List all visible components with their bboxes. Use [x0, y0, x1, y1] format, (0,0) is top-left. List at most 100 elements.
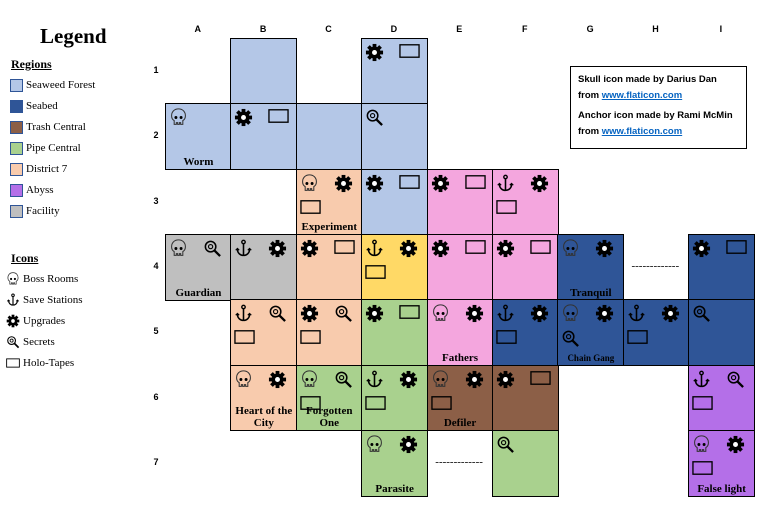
- legend-region-abyss: Abyss: [10, 182, 54, 198]
- room-E6[interactable]: Defiler: [426, 364, 494, 432]
- legend-icon-skull: Boss Rooms: [6, 271, 78, 287]
- holo-tape-icon: [430, 395, 465, 411]
- gear-icon: [431, 239, 465, 258]
- room-D4[interactable]: [361, 233, 429, 301]
- magnifier-icon: [726, 370, 752, 389]
- column-header: G: [586, 24, 594, 34]
- skull-icon: [169, 239, 203, 258]
- holo-tape-icon: [399, 304, 425, 323]
- room-I4[interactable]: [688, 233, 756, 301]
- gear-icon: [268, 239, 294, 258]
- room-icons: [431, 304, 493, 323]
- skull-icon: [561, 239, 595, 258]
- room-C5[interactable]: [295, 299, 363, 366]
- legend-region-trash: Trash Central: [10, 119, 86, 135]
- room-I7[interactable]: False light: [688, 429, 756, 497]
- gear-icon: [661, 304, 687, 323]
- skull-icon: [365, 435, 399, 454]
- room-icons: [496, 239, 558, 258]
- skull-icon: [300, 173, 334, 193]
- gear-icon: [530, 304, 556, 323]
- row-header: 4: [153, 260, 159, 271]
- room-H5[interactable]: [622, 299, 690, 366]
- room-D6[interactable]: [361, 364, 429, 432]
- room-B1[interactable]: [230, 38, 298, 105]
- gear-icon: [365, 43, 399, 62]
- room-A4[interactable]: Guardian: [165, 233, 232, 301]
- room-G5[interactable]: Chain Gang: [557, 299, 625, 366]
- room-F4[interactable]: [492, 233, 559, 301]
- room-C3[interactable]: Experiment: [295, 168, 363, 236]
- anchor-icon: [496, 174, 530, 193]
- room-B2[interactable]: [230, 103, 298, 171]
- legend-region-label: District 7: [26, 163, 68, 175]
- room-icons: [430, 369, 493, 411]
- room-icons: [169, 239, 231, 258]
- room-D5[interactable]: [361, 299, 429, 366]
- skull-credit: Skull icon made by Darius Dan: [578, 74, 717, 85]
- column-header: I: [719, 24, 723, 34]
- room-B6[interactable]: Heart of the City: [230, 364, 298, 432]
- gear-icon: [595, 239, 621, 258]
- holo-tape-icon: [530, 239, 556, 258]
- room-D1[interactable]: [361, 38, 429, 105]
- room-E5[interactable]: Fathers: [426, 299, 494, 366]
- room-icons: [300, 173, 362, 215]
- flaticon-link[interactable]: www.flaticon.com: [601, 90, 683, 101]
- room-I5[interactable]: [688, 299, 756, 366]
- room-D3[interactable]: [361, 168, 429, 236]
- holo-tape-icon: [399, 43, 425, 62]
- room-F3[interactable]: [492, 168, 559, 236]
- room-F7[interactable]: [492, 429, 559, 497]
- legend-title: Legend: [40, 24, 107, 48]
- room-icons: [692, 435, 754, 476]
- room-D7[interactable]: Parasite: [361, 429, 429, 497]
- color-swatch: [10, 120, 23, 134]
- column-header: H: [652, 24, 659, 34]
- row-header: 7: [153, 456, 159, 467]
- legend-icon-gear: Upgrades: [6, 313, 65, 329]
- room-F6[interactable]: [492, 364, 559, 432]
- magnifier-icon: [365, 108, 399, 127]
- room-icons: [234, 108, 296, 127]
- room-F5[interactable]: [492, 299, 559, 366]
- empty-connector: -------------: [631, 259, 680, 272]
- gear-icon: [496, 370, 530, 389]
- room-C6[interactable]: Forgotten One: [295, 364, 363, 432]
- legend-icon-label: Save Stations: [23, 294, 83, 306]
- room-icons: [169, 108, 231, 127]
- room-E3[interactable]: [426, 168, 494, 236]
- room-B4[interactable]: [230, 233, 298, 301]
- room-C4[interactable]: [295, 233, 363, 301]
- column-header: D: [390, 24, 398, 34]
- holo-tape-icon: [6, 356, 20, 370]
- from-text: from: [578, 90, 600, 101]
- room-B5[interactable]: [230, 299, 298, 366]
- gear-icon: [465, 370, 491, 389]
- skull-icon: [561, 304, 595, 323]
- room-icons: [431, 174, 493, 193]
- room-A2[interactable]: Worm: [165, 103, 232, 171]
- legend-icon-label: Upgrades: [23, 315, 66, 327]
- room-icons: [234, 369, 296, 389]
- from-text: from: [578, 126, 600, 137]
- room-icons: [496, 174, 558, 215]
- room-E4[interactable]: [426, 233, 494, 301]
- gear-icon: [496, 239, 530, 258]
- room-G4[interactable]: Tranquil: [557, 233, 625, 301]
- legend-icon-anchor: Save Stations: [6, 292, 83, 308]
- legend-region-pipe: Pipe Central: [10, 140, 81, 156]
- room-I6[interactable]: [688, 364, 756, 432]
- magnifier-icon: [268, 304, 294, 323]
- legend-region-label: Seabed: [26, 100, 58, 112]
- room-C2[interactable]: [295, 103, 363, 171]
- skull-icon: [6, 272, 20, 286]
- holo-tape-icon: [464, 239, 491, 258]
- gear-icon: [234, 108, 268, 127]
- flaticon-link[interactable]: www.flaticon.com: [601, 126, 683, 137]
- holo-tape-icon: [464, 174, 491, 193]
- legend-region-seabed: Seabed: [10, 98, 58, 114]
- holo-tape-icon: [530, 370, 556, 389]
- room-D2[interactable]: [361, 103, 429, 171]
